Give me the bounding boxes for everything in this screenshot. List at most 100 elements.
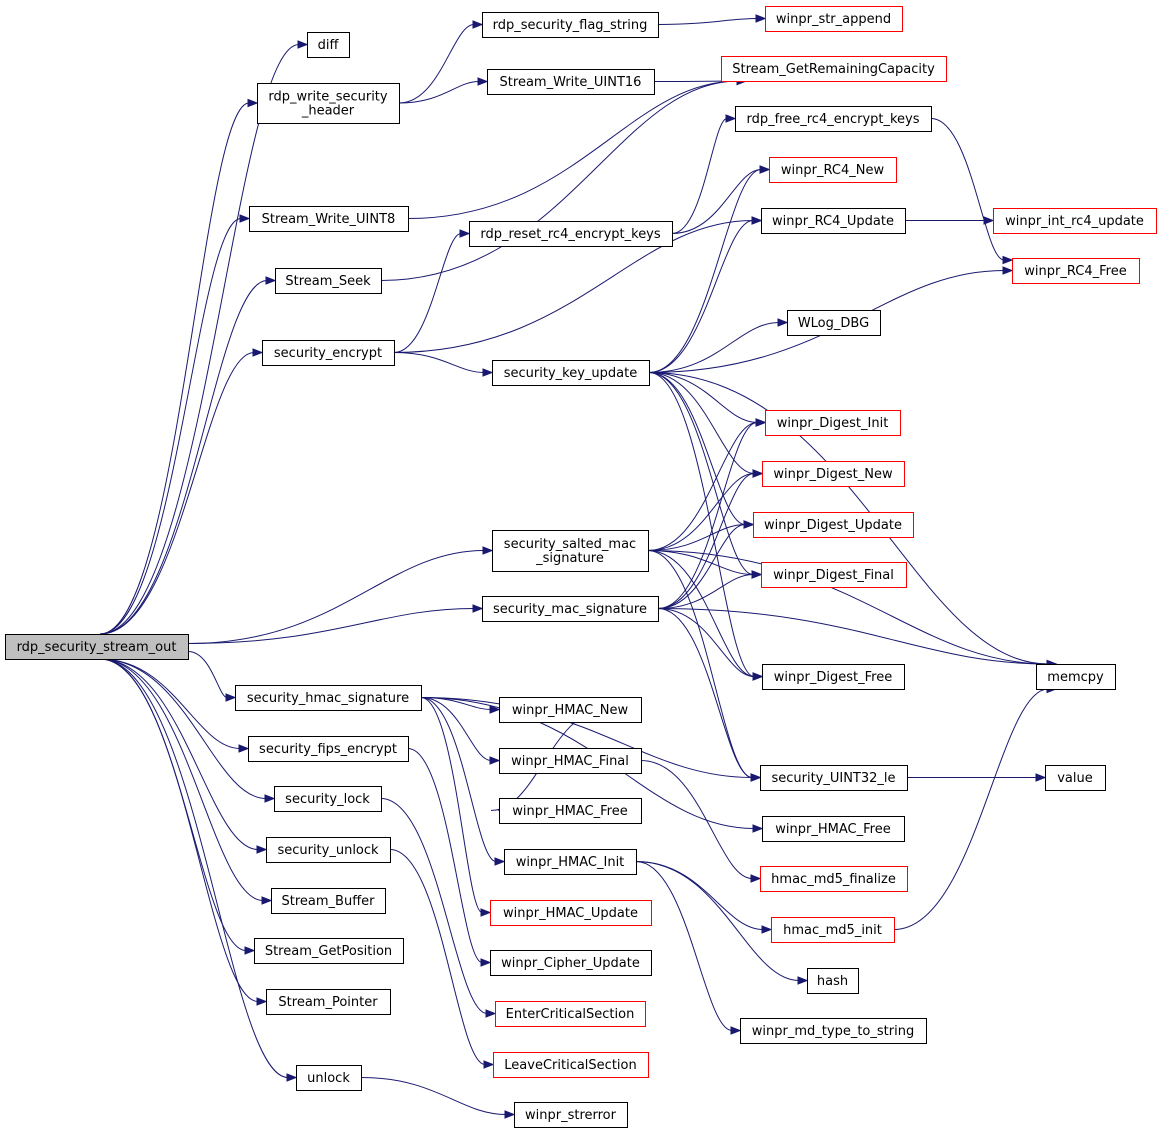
node-hmac-md5-finalize[interactable]: hmac_md5_finalize	[760, 866, 908, 892]
node-stream-pointer[interactable]: Stream_Pointer	[266, 989, 391, 1015]
node-winpr-cipher-update[interactable]: winpr_Cipher_Update	[490, 950, 652, 976]
node-label: LeaveCriticalSection	[504, 1058, 636, 1073]
node-memcpy[interactable]: memcpy	[1036, 664, 1116, 690]
node-security-mac-signature[interactable]: security_mac_signature	[482, 596, 659, 622]
edge-stream-write-uint8-to-stream-get-remaining-capacity	[407, 76, 748, 219]
node-hmac-md5-init[interactable]: hmac_md5_init	[771, 917, 895, 943]
node-winpr-hmac-free-a[interactable]: winpr_HMAC_Free	[499, 798, 642, 824]
node-winpr-digest-init[interactable]: winpr_Digest_Init	[765, 410, 901, 436]
node-label: winpr_Digest_Init	[777, 416, 889, 431]
arrowhead	[286, 1073, 298, 1082]
node-box	[762, 664, 905, 690]
edge-line	[671, 118, 728, 234]
node-root[interactable]: rdp_security_stream_out	[5, 634, 189, 660]
node-winpr-strerror[interactable]: winpr_strerror	[514, 1102, 628, 1128]
node-label: winpr_RC4_New	[781, 163, 885, 178]
node-security-fips-encrypt[interactable]: security_fips_encrypt	[248, 736, 409, 762]
arrowhead	[761, 925, 773, 934]
node-stream-get-position[interactable]: Stream_GetPosition	[254, 938, 404, 964]
arrowhead	[264, 794, 276, 803]
node-rdp-security-flag-string[interactable]: rdp_security_flag_string	[482, 12, 659, 38]
edge-root-to-unlock	[99, 658, 298, 1082]
node-box	[765, 6, 903, 32]
arrowhead	[750, 874, 762, 883]
node-unlock[interactable]: unlock	[296, 1065, 362, 1091]
edge-line	[657, 422, 758, 609]
edge-line	[657, 18, 758, 25]
node-winpr-digest-update[interactable]: winpr_Digest_Update	[753, 512, 914, 538]
node-label: winpr_Digest_Update	[764, 518, 902, 533]
node-security-lock[interactable]: security_lock	[274, 786, 382, 812]
node-box	[275, 268, 382, 294]
arrowhead	[494, 857, 506, 866]
edge-line	[398, 81, 480, 104]
node-winpr-hmac-new[interactable]: winpr_HMAC_New	[499, 697, 642, 723]
node-winpr-rc4-free[interactable]: winpr_RC4_Free	[1012, 258, 1140, 284]
node-label: security_salted_mac	[504, 537, 636, 552]
edge-line	[420, 697, 483, 913]
node-label: value	[1057, 771, 1093, 786]
edge-line	[647, 550, 755, 677]
node-winpr-rc4-update[interactable]: winpr_RC4_Update	[761, 208, 906, 234]
node-stream-write-uint16[interactable]: Stream_Write_UINT16	[487, 69, 655, 95]
node-diff[interactable]: diff	[307, 32, 350, 58]
edge-line	[893, 688, 1049, 930]
node-winpr-rc4-new[interactable]: winpr_RC4_New	[769, 157, 897, 183]
edge-line	[389, 849, 486, 1065]
node-security-encrypt[interactable]: security_encrypt	[262, 340, 395, 366]
edge-line	[187, 608, 475, 644]
arrowhead	[297, 40, 309, 49]
node-rdp-reset-rc4-encrypt-keys[interactable]: rdp_reset_rc4_encrypt_keys	[469, 221, 673, 247]
node-winpr-digest-free[interactable]: winpr_Digest_Free	[762, 664, 905, 690]
node-stream-write-uint8[interactable]: Stream_Write_UINT8	[249, 206, 409, 232]
node-wlog-dbg[interactable]: WLog_DBG	[787, 310, 881, 336]
node-winpr-digest-new[interactable]: winpr_Digest_New	[762, 461, 905, 487]
node-label: Stream_GetPosition	[265, 944, 392, 959]
node-stream-buffer[interactable]: Stream_Buffer	[271, 888, 386, 914]
node-rdp-free-rc4-encrypt-keys[interactable]: rdp_free_rc4_encrypt_keys	[735, 106, 932, 132]
arrowhead	[472, 604, 484, 613]
node-security-key-update[interactable]: security_key_update	[492, 360, 650, 386]
node-hash[interactable]: hash	[807, 968, 859, 994]
arrowhead	[477, 77, 489, 86]
edge-security-encrypt-to-security-key-update	[393, 352, 494, 377]
node-winpr-digest-final[interactable]: winpr_Digest_Final	[761, 562, 907, 588]
node-winpr-md-type-to-string[interactable]: winpr_md_type_to_string	[740, 1018, 927, 1044]
edge-rdp-write-security-header-to-rdp-security-flag-string	[398, 20, 484, 104]
node-security-hmac-signature[interactable]: security_hmac_signature	[235, 685, 422, 711]
arrowhead	[256, 997, 268, 1006]
node-winpr-int-rc4-update[interactable]: winpr_int_rc4_update	[993, 208, 1157, 234]
node-enter-critical-section[interactable]: EnterCriticalSection	[495, 1001, 646, 1027]
edge-security-unlock-to-leave-critical-section	[389, 849, 495, 1069]
edge-security-mac-signature-to-winpr-digest-update	[657, 520, 755, 609]
node-winpr-hmac-free-b[interactable]: winpr_HMAC_Free	[762, 816, 905, 842]
node-label: winpr_HMAC_Update	[503, 906, 638, 921]
node-box	[787, 310, 881, 336]
edge-security-key-update-to-winpr-digest-new	[648, 372, 764, 478]
node-leave-critical-section[interactable]: LeaveCriticalSection	[493, 1052, 649, 1078]
node-security-uint32-le[interactable]: security_UINT32_le	[760, 765, 908, 791]
node-security-salted-mac-signature[interactable]: security_salted_mac_signature	[492, 530, 649, 572]
arrowhead	[755, 14, 767, 23]
node-box	[762, 461, 905, 487]
node-rdp-write-security-header[interactable]: rdp_write_security_header	[257, 83, 400, 124]
edge-line	[648, 372, 755, 677]
edge-security-key-update-to-winpr-digest-final	[648, 372, 763, 579]
node-box	[499, 748, 642, 774]
node-winpr-str-append[interactable]: winpr_str_append	[765, 6, 903, 32]
edge-winpr-hmac-final-to-hmac-md5-finalize	[640, 760, 762, 883]
node-stream-get-remaining-capacity[interactable]: Stream_GetRemainingCapacity	[721, 56, 947, 82]
node-box	[761, 562, 907, 588]
node-value[interactable]: value	[1045, 765, 1106, 791]
edge-line	[420, 697, 753, 778]
node-winpr-hmac-init[interactable]: winpr_HMAC_Init	[504, 849, 637, 875]
edge-line	[99, 658, 264, 901]
node-winpr-hmac-final[interactable]: winpr_HMAC_Final	[499, 748, 642, 774]
node-security-unlock[interactable]: security_unlock	[266, 837, 391, 863]
edge-line	[407, 80, 739, 219]
edge-line	[647, 422, 758, 551]
node-winpr-hmac-update[interactable]: winpr_HMAC_Update	[490, 900, 652, 926]
node-label: hash	[817, 974, 848, 989]
node-stream-seek[interactable]: Stream_Seek	[275, 268, 382, 294]
edge-security-key-update-to-wlog-dbg	[648, 318, 789, 373]
